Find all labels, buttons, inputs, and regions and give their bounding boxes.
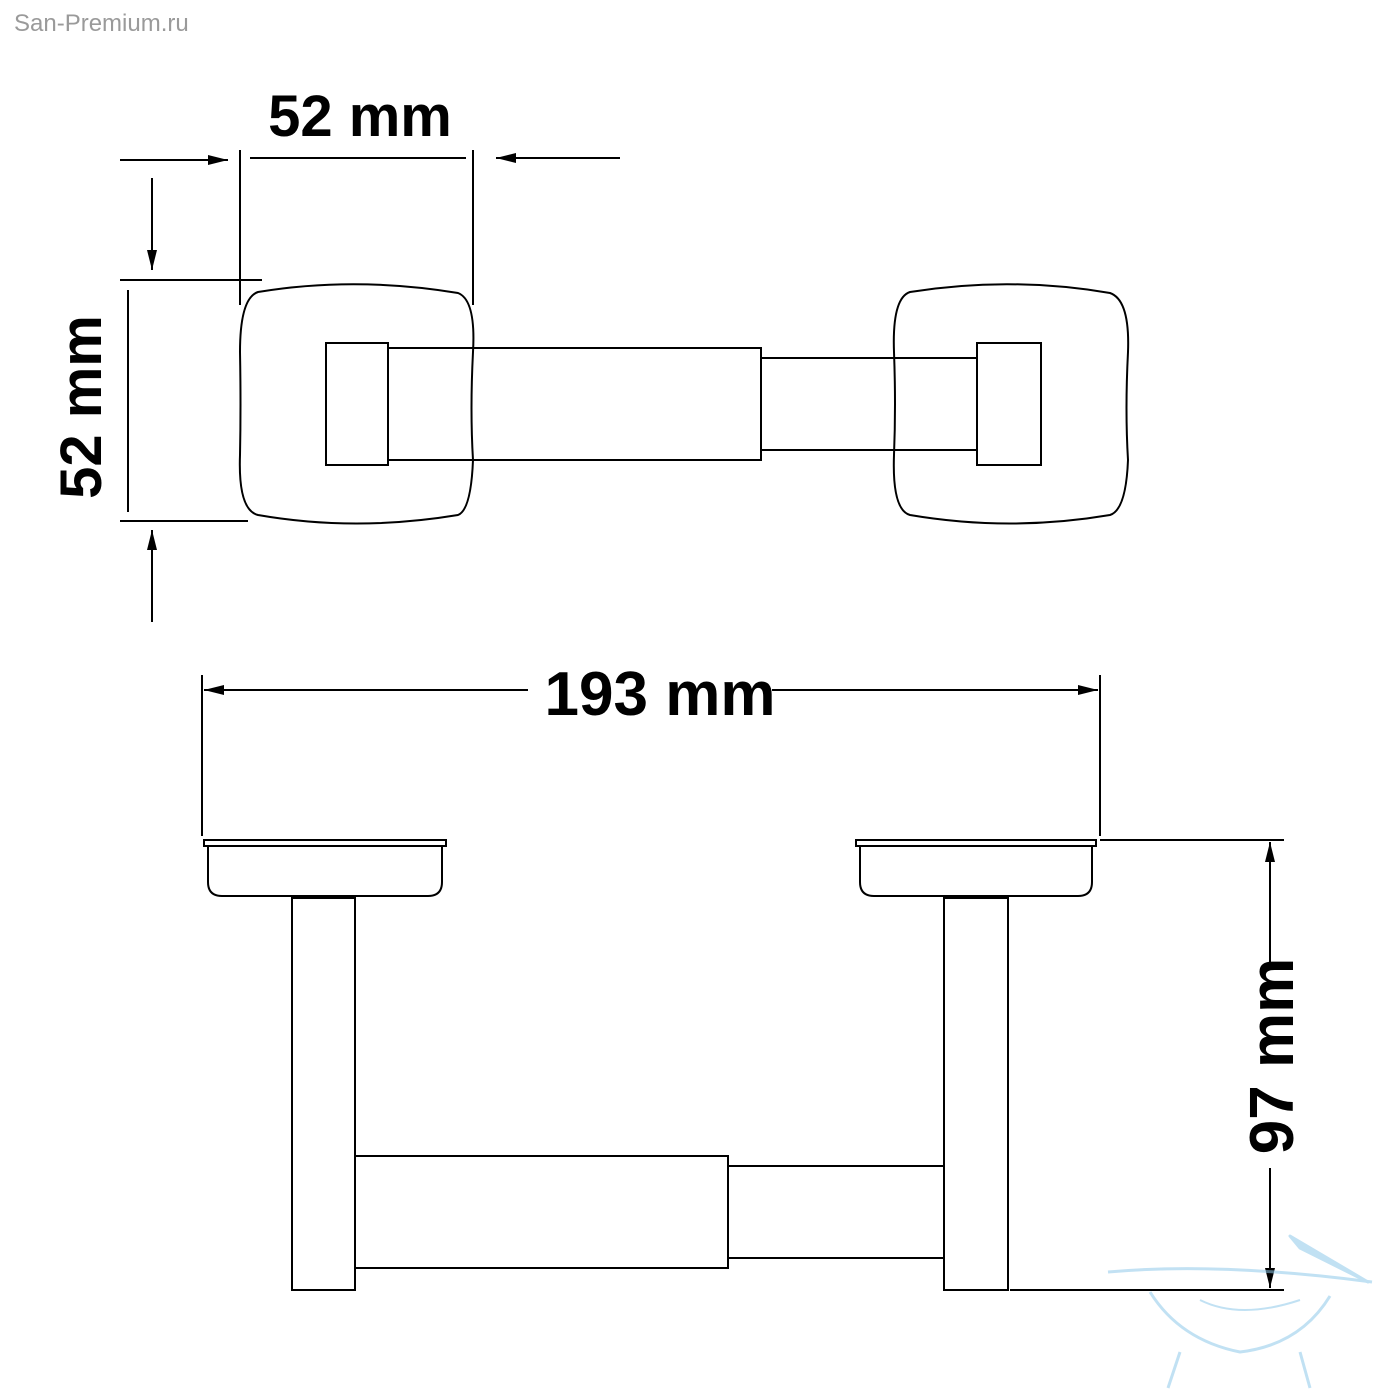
front-view: [203, 839, 1097, 1291]
site-watermark: San-Premium.ru: [14, 10, 189, 37]
support-rod: [760, 357, 978, 451]
roll-tube: [387, 347, 762, 461]
overall-width-label: 193 mm: [545, 660, 776, 729]
bathtub-logo-icon: [1107, 1234, 1373, 1389]
top-height-label: 52 mm: [49, 315, 114, 499]
right-end-cap: [976, 342, 1042, 466]
top-view-dimensions: [120, 150, 620, 622]
right-bracket-cup: [859, 846, 1093, 897]
top-width-label: 52 mm: [268, 84, 452, 149]
right-post: [943, 897, 1009, 1291]
left-post: [291, 897, 356, 1291]
front-view-dimensions: [201, 675, 1284, 1291]
left-end-cap: [325, 342, 389, 466]
left-mounting-plate: [238, 283, 475, 525]
left-bracket-cup: [207, 846, 443, 897]
front-roll-tube: [354, 1155, 729, 1269]
front-support-rod: [727, 1165, 945, 1259]
top-view: [238, 283, 1130, 525]
right-mounting-plate: [892, 283, 1130, 525]
right-bracket-flange: [855, 839, 1097, 847]
depth-label: 97 mm: [1238, 958, 1307, 1154]
left-bracket-flange: [203, 839, 447, 847]
